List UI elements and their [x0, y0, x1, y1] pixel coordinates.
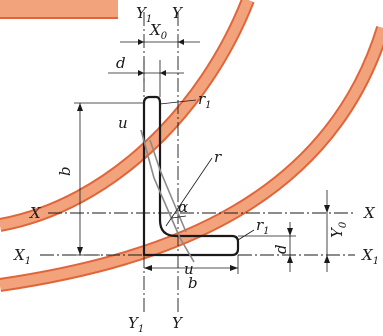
- r1-top-leader: [159, 99, 197, 105]
- r1-right-label: r1: [256, 216, 270, 237]
- y-bottom-label: Y: [172, 314, 184, 332]
- d-right-label: d: [272, 244, 290, 254]
- u-bottom-label: u: [184, 260, 194, 278]
- labels: Y1 Y X0 d r1 u b r α X X Y0 r1 X1 X1 u d…: [13, 4, 379, 335]
- r-label: r: [214, 148, 222, 166]
- angle-section-outline: [142, 95, 240, 257]
- y0-label: Y0: [328, 221, 349, 238]
- outer-arc-band: [0, 0, 255, 232]
- alpha-label: α: [178, 198, 188, 216]
- u-u-stripe: [140, 129, 195, 263]
- dimension-lines: [74, 39, 330, 274]
- decorative-arc-bands: [0, 0, 383, 292]
- y0-arrow-top: [324, 205, 330, 213]
- y0-arrow-bottom: [324, 255, 330, 263]
- r1-right-leader: [237, 229, 255, 241]
- x0-arrow-right: [178, 39, 184, 45]
- outer-arc-band-fill: [0, 0, 253, 230]
- b-horizontal-arrow-left: [144, 265, 152, 271]
- d-top-label: d: [116, 54, 126, 72]
- u-u-stripe-2: [149, 139, 187, 233]
- y1-top-label: Y1: [136, 4, 152, 25]
- r-leader: [165, 157, 213, 227]
- x0-arrow-left: [138, 39, 144, 45]
- b-vertical-arrow-bottom: [77, 247, 83, 255]
- u-left-label: u: [118, 114, 128, 132]
- inner-arc-band-fill: [0, 26, 383, 290]
- y1-bottom-label: Y1: [128, 314, 144, 335]
- b-horizontal-label: b: [188, 274, 198, 292]
- inner-arc-band: [0, 25, 383, 292]
- b-vertical-arrow-top: [77, 103, 83, 111]
- r1-top-label: r1: [198, 90, 212, 111]
- x-left-label: X: [29, 204, 42, 222]
- b-vertical-label: b: [56, 166, 74, 176]
- d-top-arrow-left: [138, 70, 144, 76]
- d-right-arrow-bottom: [287, 255, 293, 263]
- x1-left-label: X1: [13, 246, 31, 267]
- d-top-arrow-right: [160, 70, 166, 76]
- b-horizontal-arrow-right: [230, 265, 238, 271]
- alpha-leader: [171, 215, 187, 219]
- top-left-band: [0, 0, 118, 18]
- d-right-arrow-top: [287, 228, 293, 236]
- x-right-label: X: [363, 204, 376, 222]
- x1-right-label: X1: [361, 246, 379, 267]
- x0-label: X0: [149, 21, 168, 42]
- y-top-label: Y: [172, 4, 184, 22]
